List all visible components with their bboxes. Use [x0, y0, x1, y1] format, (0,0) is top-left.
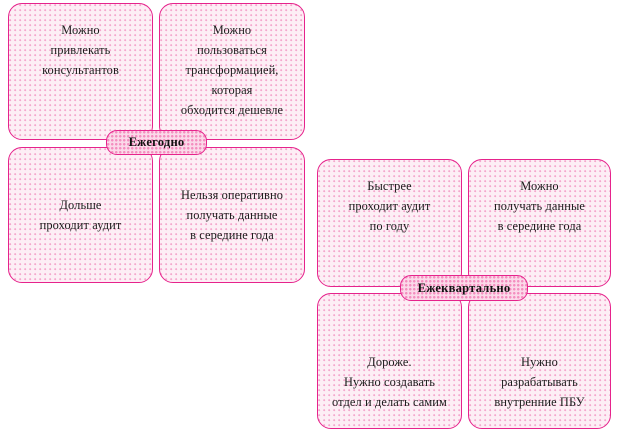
annual-group-badge-label: Ежегодно	[128, 135, 185, 149]
quarterly-group-badge: Ежеквартально	[400, 275, 528, 301]
annual-con-2-box: Нельзя оперативно получать данные в сере…	[159, 147, 305, 283]
annual-group-badge: Ежегодно	[106, 130, 207, 155]
quarterly-group-badge-label: Ежеквартально	[417, 280, 511, 295]
quarterly-pro-1-text: Быстрее проходит аудит по году	[348, 179, 431, 234]
annual-con-1-box: Дольше проходит аудит	[8, 147, 153, 283]
annual-pro-2-box: Можно пользоваться трансформацией, котор…	[159, 3, 305, 140]
quarterly-con-2-text: Нужно разрабатывать внутренние ПБУ	[494, 354, 585, 409]
annual-pro-2-text: Можно пользоваться трансформацией, котор…	[180, 23, 284, 118]
quarterly-con-1-box: Дороже. Нужно создавать отдел и делать с…	[317, 293, 462, 429]
quarterly-pro-2-text: Можно получать данные в середине года	[493, 179, 585, 234]
quarterly-pro-2-box: Можно получать данные в середине года	[468, 159, 611, 287]
quarterly-pro-1-box: Быстрее проходит аудит по году	[317, 159, 462, 287]
quarterly-con-2-box: Нужно разрабатывать внутренние ПБУ	[468, 293, 611, 429]
annual-con-2-text: Нельзя оперативно получать данные в сере…	[180, 187, 284, 243]
annual-pro-1-box: Можно привлекать консультантов	[8, 3, 153, 140]
annual-pro-1-text: Можно привлекать консультантов	[42, 23, 119, 78]
annual-con-1-text: Дольше проходит аудит	[39, 197, 122, 232]
quarterly-con-1-text: Дороже. Нужно создавать отдел и делать с…	[332, 354, 447, 409]
